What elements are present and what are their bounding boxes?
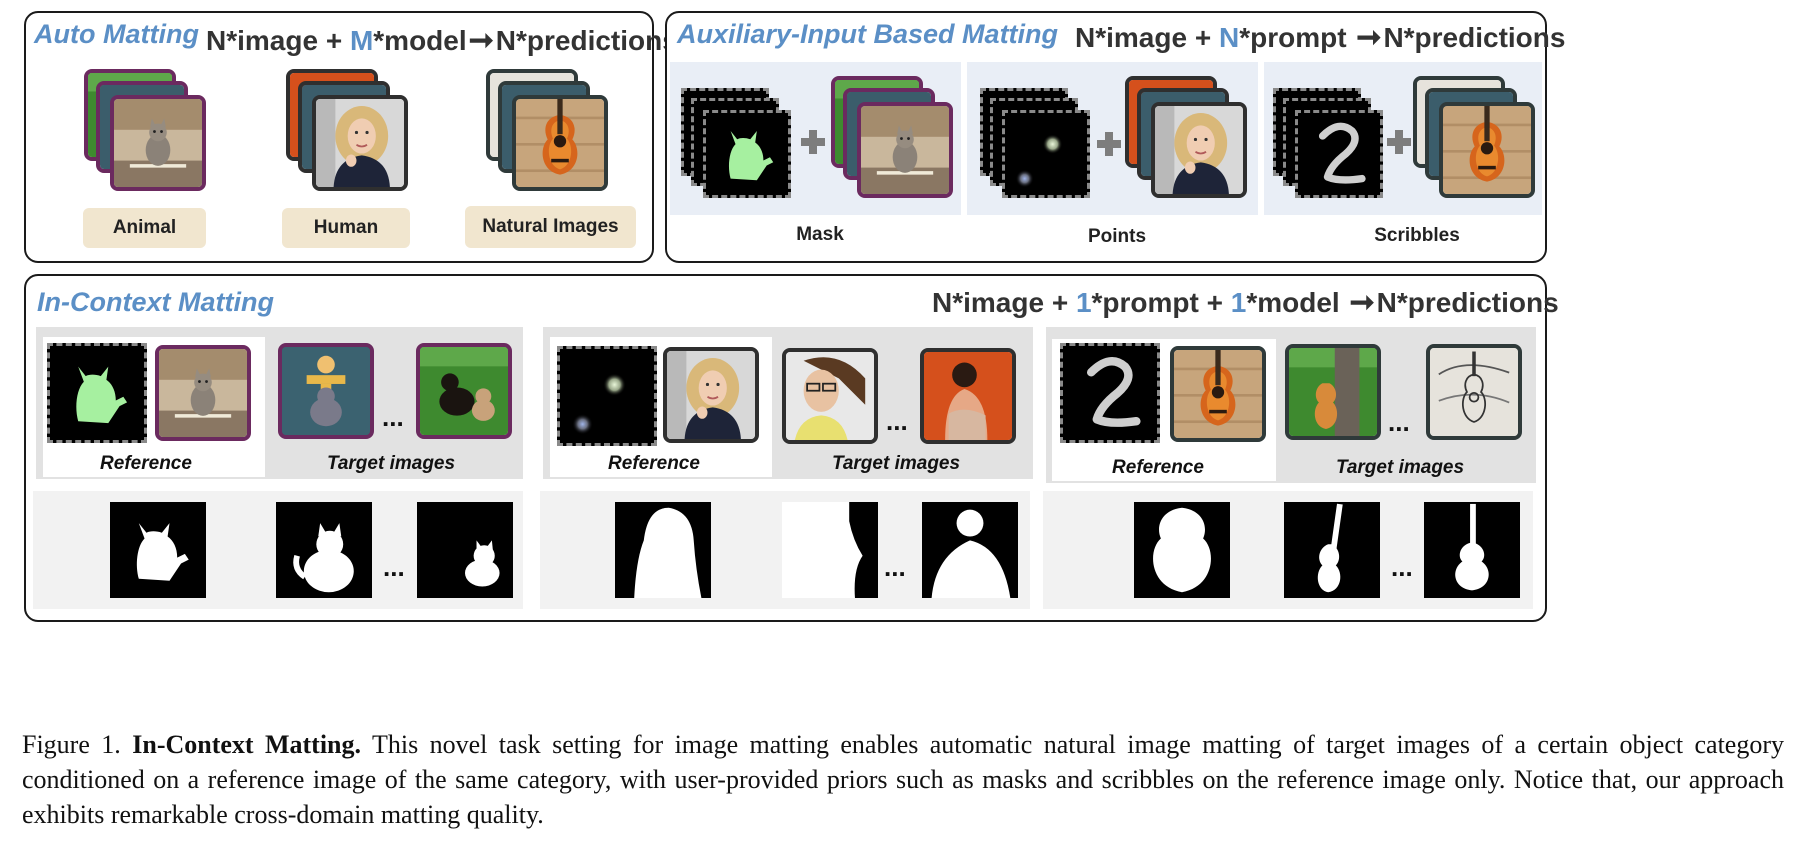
auxiliary-matting-formula: N*image + N*prompt ➞N*predictions	[1075, 21, 1566, 54]
guitar-tree-icon	[1289, 348, 1377, 436]
mask-prompt-card	[703, 110, 791, 198]
target-image	[1426, 344, 1522, 440]
dog-and-cat-icon	[420, 347, 508, 435]
plus-icon	[1387, 130, 1411, 154]
arrow-icon: ➞	[1356, 21, 1382, 54]
woman-portrait-icon	[1151, 102, 1247, 198]
in-context-matting-panel: In-Context Matting N*image + 1*prompt + …	[24, 274, 1559, 622]
ellipsis: ...	[886, 406, 908, 436]
ellipsis: ...	[884, 552, 906, 582]
arrow-icon: ➞	[1349, 286, 1375, 319]
human-image-stack	[286, 69, 408, 191]
point-prompt-icon	[1005, 113, 1087, 195]
guitar-photo-icon	[512, 95, 608, 191]
prediction-reference	[110, 502, 206, 598]
scribbles-label: Scribbles	[1374, 225, 1460, 246]
reference-label: Reference	[608, 453, 700, 474]
prediction-target	[276, 502, 372, 598]
woman-back-icon	[924, 352, 1012, 440]
auto-matting-title: Auto Matting	[34, 19, 199, 49]
arrow-icon: ➞	[468, 24, 494, 57]
prediction-target	[922, 502, 1018, 598]
cat-photo-icon	[857, 102, 953, 198]
target-images-label: Target images	[326, 453, 456, 474]
guitar-photo-icon	[1174, 350, 1262, 438]
auxiliary-matting-panel: Auxiliary-Input Based Matting N*image + …	[665, 11, 1565, 263]
woman-face-icon	[786, 352, 874, 440]
cat-photo-icon	[110, 95, 206, 191]
scribbles-image-stack	[1413, 76, 1535, 198]
mask-image-stack	[831, 76, 953, 198]
plus-icon	[1097, 132, 1121, 156]
ellipsis: ...	[1388, 407, 1410, 437]
natural-image-stack	[486, 69, 608, 191]
reference-label: Reference	[100, 453, 192, 474]
prediction-target	[417, 502, 513, 598]
target-images-label: Target images	[831, 453, 961, 474]
guitar-sketch-icon	[1430, 348, 1518, 436]
points-image-stack	[1125, 76, 1247, 198]
reference-mask	[47, 343, 147, 443]
prediction-reference	[1134, 502, 1230, 598]
reference-image	[155, 345, 251, 441]
category-label-human: Human	[282, 208, 410, 248]
in-context-matting-formula: N*image + 1*prompt + 1*model ➞N*predicti…	[932, 286, 1559, 319]
scribbles-prompt-card	[1295, 110, 1383, 198]
category-label-natural-images: Natural Images	[465, 206, 636, 248]
auto-matting-panel: Auto Matting N*image + M*model➞N*predict…	[24, 11, 678, 263]
target-image	[920, 348, 1016, 444]
points-label: Points	[1087, 226, 1147, 247]
ellipsis: ...	[1391, 552, 1413, 582]
target-image	[1285, 344, 1381, 440]
prediction-target	[1284, 502, 1380, 598]
caption-title: In-Context Matting.	[132, 730, 362, 759]
scribble-icon	[1298, 113, 1380, 195]
target-image	[416, 343, 512, 439]
plus-icon	[801, 130, 825, 154]
prediction-target	[782, 502, 878, 598]
auxiliary-matting-title: Auxiliary-Input Based Matting	[677, 19, 1059, 49]
cat-mask-icon	[50, 346, 144, 440]
reference-points	[557, 346, 657, 446]
reference-label: Reference	[1112, 457, 1204, 478]
point-prompt-icon	[560, 349, 654, 443]
guitar-photo-icon	[1439, 102, 1535, 198]
target-images-label: Target images	[1335, 457, 1465, 478]
woman-portrait-icon	[312, 95, 408, 191]
in-context-matting-title: In-Context Matting	[37, 287, 274, 317]
reference-image	[663, 347, 759, 443]
category-label-animal: Animal	[83, 208, 206, 248]
reference-image	[1170, 346, 1266, 442]
figure-caption: Figure 1. In-Context Matting. This novel…	[22, 730, 1785, 829]
cat-photo-icon	[159, 349, 247, 437]
animal-image-stack	[84, 69, 206, 191]
target-image	[782, 348, 878, 444]
cartoon-cat-icon	[282, 347, 370, 435]
mask-label: Mask	[796, 224, 844, 245]
woman-portrait-icon	[667, 351, 755, 439]
prediction-target	[1424, 502, 1520, 598]
scribble-icon	[1063, 346, 1157, 440]
ellipsis: ...	[383, 552, 405, 582]
points-prompt-card	[1002, 110, 1090, 198]
cat-mask-icon	[706, 113, 788, 195]
target-image	[278, 343, 374, 439]
auto-matting-formula: N*image + M*model➞N*predictions	[206, 24, 678, 57]
reference-scribble	[1060, 343, 1160, 443]
prediction-reference	[615, 502, 711, 598]
ellipsis: ...	[382, 402, 404, 432]
